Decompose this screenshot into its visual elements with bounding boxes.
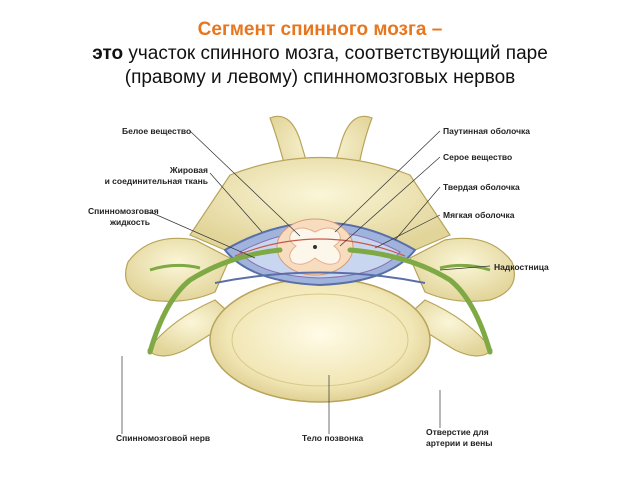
right-transverse-process bbox=[409, 237, 515, 302]
vertebral-body-inner bbox=[231, 293, 409, 387]
left-spinal-nerve bbox=[147, 247, 283, 355]
blood-vessel-line bbox=[234, 238, 406, 257]
periosteum-line bbox=[214, 271, 426, 284]
label-vertebral-body: Тело позвонка bbox=[302, 433, 364, 443]
title-line-2-text: участок спинного мозга, соответствующий … bbox=[123, 43, 548, 64]
title-block: Сегмент спинного мозга – это участок спи… bbox=[0, 18, 640, 90]
title-line-3: (правому и левому) спинномозговых нервов bbox=[124, 67, 516, 88]
leader-lines-left bbox=[121, 130, 330, 434]
left-transverse-process bbox=[125, 237, 231, 302]
title-heading: Сегмент спинного мозга – bbox=[197, 19, 443, 40]
label-arachnoid: Паутинная оболочка bbox=[443, 126, 530, 136]
title-line-2: это участок спинного мозга, соответствую… bbox=[0, 42, 640, 66]
label-foramen-2: артерии и вены bbox=[426, 438, 493, 448]
left-nerve-branch bbox=[149, 263, 201, 272]
label-fat-tissue-2: и соединительная ткань bbox=[104, 176, 208, 186]
central-canal bbox=[313, 245, 317, 249]
label-periosteum: Надкостница bbox=[494, 262, 549, 272]
right-nerve-branch bbox=[439, 263, 491, 272]
label-foramen-1: Отверстие для bbox=[426, 427, 489, 437]
label-csf-2: жидкость bbox=[110, 217, 150, 227]
vertebral-body bbox=[209, 277, 431, 403]
label-white-matter: Белое вещество bbox=[122, 126, 192, 136]
label-spinal-nerve: Спинномозговой нерв bbox=[116, 433, 211, 443]
label-fat-tissue-1: Жировая bbox=[169, 165, 208, 175]
right-spinal-nerve bbox=[347, 247, 493, 355]
label-dura: Твердая оболочка bbox=[443, 182, 520, 192]
leader-lines-right bbox=[334, 130, 491, 428]
title-lead-word: это bbox=[92, 43, 124, 64]
label-csf-1: Спинномозговая bbox=[88, 206, 159, 216]
label-pia: Мягкая оболочка bbox=[443, 210, 515, 220]
label-gray-matter: Серое вещество bbox=[443, 152, 513, 162]
